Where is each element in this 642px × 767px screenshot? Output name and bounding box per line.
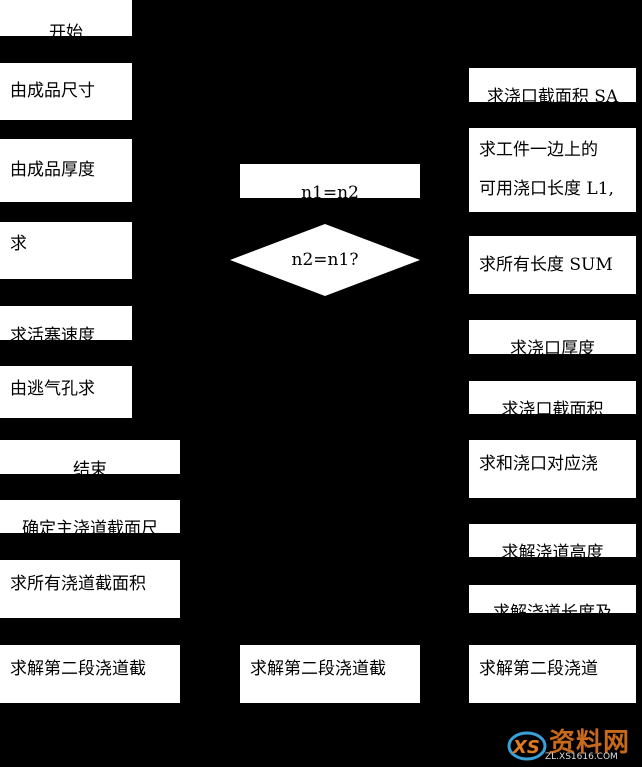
watermark-logo: XS 资料网 ZL.XS1616.COM: [505, 722, 642, 767]
svg-text:XS: XS: [512, 737, 540, 758]
second-right-node: 求解第二段浇道: [469, 645, 636, 703]
gate-area-label: 求浇口截面积 SA: [486, 87, 619, 103]
assign-label: n1=n2: [301, 183, 359, 199]
xs-logo-icon: XS: [507, 731, 547, 761]
gate-area-node: 求浇口截面积 SA: [469, 68, 636, 102]
watermark-url: ZL.XS1616.COM: [545, 752, 618, 762]
gate-length-line1: 求工件一边上的: [479, 140, 598, 160]
vent-label: 由逃气孔求: [10, 379, 95, 399]
vent-node: 由逃气孔求: [0, 366, 132, 418]
size-node: 由成品尺寸: [0, 63, 132, 120]
runner-height-label: 求解浇道高度: [501, 543, 604, 558]
second-left-label: 求解第二段浇道截: [10, 659, 146, 679]
decision-node: n2=n1?: [230, 224, 420, 296]
runner-length-node: 求解浇道长度及: [469, 585, 636, 613]
gate-section-node: 求浇口截面积: [469, 381, 636, 414]
end-node: 结束: [0, 440, 180, 474]
start-label: 开始: [49, 23, 83, 37]
runner-height-node: 求解浇道高度: [469, 524, 636, 557]
size-label: 由成品尺寸: [10, 81, 95, 101]
gate-thick-label: 求浇口厚度: [510, 339, 595, 355]
piston-label: 求活塞速度: [10, 326, 95, 341]
sum-label: 求所有长度 SUM: [479, 254, 613, 275]
second-left-node: 求解第二段浇道截: [0, 645, 180, 703]
gate-length-line2: 可用浇口长度 L1,: [479, 179, 614, 199]
gate-thick-node: 求浇口厚度: [469, 320, 636, 354]
main-runner-node: 确定主浇道截面尺: [0, 500, 180, 533]
gate-length-node: 求工件一边上的 可用浇口长度 L1,: [469, 128, 636, 212]
gate-corr-label: 求和浇口对应浇: [479, 454, 598, 474]
decision-diamond: [230, 224, 420, 296]
end-label: 结束: [73, 460, 107, 475]
piston-node: 求活塞速度: [0, 306, 132, 340]
gate-section-label: 求浇口截面积: [501, 400, 604, 415]
main-runner-label: 确定主浇道截面尺: [22, 519, 158, 534]
qiu-node: 求: [0, 222, 132, 279]
assign-node: n1=n2: [240, 164, 420, 198]
qiu-label: 求: [10, 234, 27, 254]
all-runner-node: 求所有浇道截面积: [0, 560, 180, 618]
gate-corr-node: 求和浇口对应浇: [469, 440, 636, 498]
second-mid-node: 求解第二段浇道截: [240, 645, 420, 703]
start-node: 开始: [0, 0, 132, 36]
thickness-label: 由成品厚度: [10, 160, 95, 180]
runner-length-label: 求解浇道长度及: [493, 603, 612, 614]
thickness-node: 由成品厚度: [0, 139, 132, 202]
all-runner-label: 求所有浇道截面积: [10, 574, 146, 594]
watermark-brand: 资料网: [549, 728, 631, 758]
decision-label: n2=n1?: [291, 250, 359, 270]
sum-node: 求所有长度 SUM: [469, 236, 636, 294]
second-right-label: 求解第二段浇道: [479, 659, 598, 679]
second-mid-label: 求解第二段浇道截: [250, 659, 386, 679]
